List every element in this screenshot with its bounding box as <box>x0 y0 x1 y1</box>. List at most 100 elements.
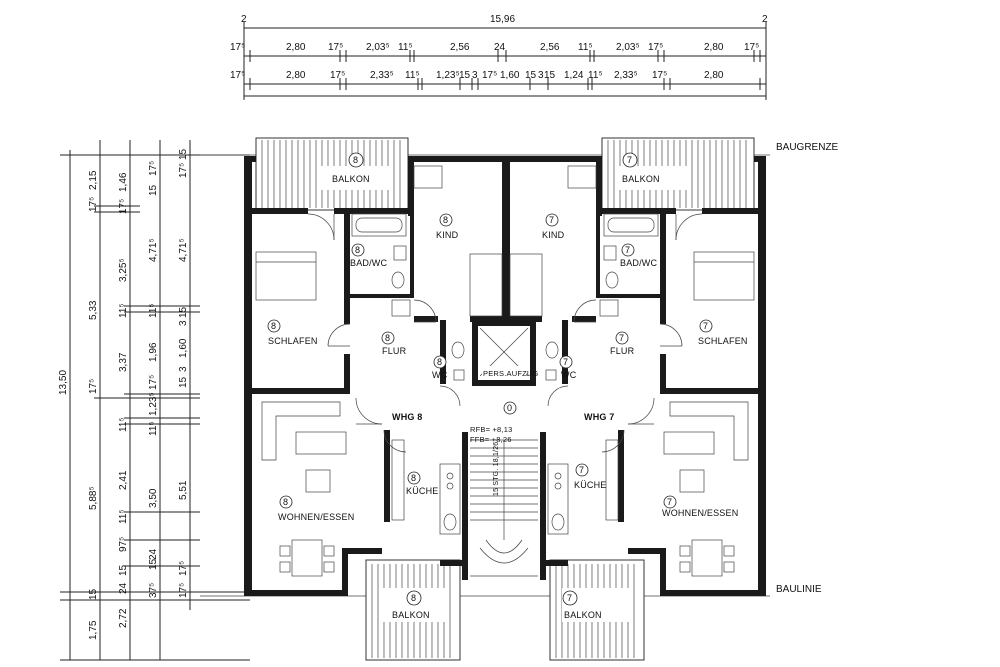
svg-text:BAD/WC: BAD/WC <box>620 258 658 268</box>
svg-text:2,41: 2,41 <box>118 470 129 490</box>
svg-text:3,50: 3,50 <box>148 488 159 508</box>
doors <box>307 213 703 453</box>
whg7-label: WHG 7 <box>584 412 615 422</box>
svg-text:FLUR: FLUR <box>382 346 407 356</box>
svg-text:8: 8 <box>385 333 390 343</box>
svg-text:15: 15 <box>544 70 556 81</box>
svg-text:2,33⁵: 2,33⁵ <box>614 70 638 81</box>
svg-text:15: 15 <box>118 564 129 576</box>
svg-text:11⁵: 11⁵ <box>118 417 129 432</box>
svg-text:2,80: 2,80 <box>704 70 724 81</box>
svg-text:7: 7 <box>627 155 632 165</box>
ffb-label: FFB= +8,26 <box>470 435 512 444</box>
svg-text:15: 15 <box>148 184 159 196</box>
svg-text:2,15: 2,15 <box>88 170 99 190</box>
whg8-label: WHG 8 <box>392 412 423 422</box>
svg-text:15: 15 <box>459 70 471 81</box>
left-dimension-chains: 13,50 2,15 17⁵ 5,33 17⁵ 5,88⁵ 15 1,75 1,… <box>58 140 250 661</box>
svg-text:17⁵: 17⁵ <box>178 561 189 576</box>
svg-text:1,46: 1,46 <box>118 172 129 192</box>
baugrenze-label: BAUGRENZE <box>776 142 839 153</box>
svg-text:WC: WC <box>561 370 577 380</box>
svg-text:2: 2 <box>241 14 247 25</box>
balcony-bottom-left: 8 BALKON <box>365 559 461 661</box>
svg-text:BAD/WC: BAD/WC <box>350 258 388 268</box>
svg-text:1,60: 1,60 <box>500 70 520 81</box>
balcony-label: BALKON <box>332 174 370 184</box>
svg-text:1,96: 1,96 <box>148 342 159 362</box>
svg-text:8: 8 <box>411 473 416 483</box>
svg-text:SCHLAFEN: SCHLAFEN <box>268 336 318 346</box>
svg-text:2,56: 2,56 <box>450 42 470 53</box>
svg-text:97⁵: 97⁵ <box>118 537 129 552</box>
svg-text:5,88⁵: 5,88⁵ <box>88 486 99 510</box>
svg-text:17⁵: 17⁵ <box>178 163 189 178</box>
svg-text:7: 7 <box>579 465 584 475</box>
svg-text:7: 7 <box>625 245 630 255</box>
svg-text:1,23⁵: 1,23⁵ <box>436 70 460 81</box>
svg-text:FLUR: FLUR <box>610 346 635 356</box>
svg-text:2,80: 2,80 <box>704 42 724 53</box>
svg-text:KIND: KIND <box>542 230 565 240</box>
svg-text:1,75: 1,75 <box>88 620 99 640</box>
svg-text:7: 7 <box>667 497 672 507</box>
overall-height-label: 13,50 <box>58 370 69 395</box>
svg-text:3: 3 <box>178 320 189 326</box>
rfb-label: RFB= +8,13 <box>470 425 512 434</box>
svg-text:7: 7 <box>567 593 572 603</box>
svg-text:8: 8 <box>411 593 416 603</box>
svg-text:3: 3 <box>472 70 478 81</box>
svg-text:8: 8 <box>437 357 442 367</box>
svg-text:11⁵: 11⁵ <box>588 70 603 81</box>
svg-text:4,71⁵: 4,71⁵ <box>148 238 159 262</box>
svg-text:2,56: 2,56 <box>540 42 560 53</box>
svg-text:17⁵: 17⁵ <box>330 70 345 81</box>
svg-text:KÜCHE: KÜCHE <box>406 486 439 496</box>
svg-text:17⁵: 17⁵ <box>328 42 343 53</box>
top-dimension-chains: 2 2 15,96 17⁵ 2,80 17⁵ <box>230 14 768 100</box>
svg-text:17⁵: 17⁵ <box>648 42 663 53</box>
svg-text:2,03⁵: 2,03⁵ <box>616 42 640 53</box>
svg-text:17⁵: 17⁵ <box>88 197 99 212</box>
svg-text:37⁵: 37⁵ <box>148 583 159 598</box>
svg-text:17⁵: 17⁵ <box>148 375 159 390</box>
svg-text:0: 0 <box>507 403 512 413</box>
svg-text:WOHNEN/ESSEN: WOHNEN/ESSEN <box>662 508 738 518</box>
svg-text:3: 3 <box>538 70 544 81</box>
svg-text:11⁵: 11⁵ <box>405 70 420 81</box>
room-labels: 8 KIND 7 KIND 8 BAD/WC 7 BAD/WC 8 SCHLAF… <box>267 213 747 522</box>
svg-text:WOHNEN/ESSEN: WOHNEN/ESSEN <box>278 512 354 522</box>
svg-text:KIND: KIND <box>436 230 459 240</box>
svg-text:11⁵: 11⁵ <box>578 42 593 53</box>
svg-text:3,25⁵: 3,25⁵ <box>118 258 129 282</box>
svg-text:11⁵: 11⁵ <box>398 42 413 53</box>
svg-text:3,37: 3,37 <box>118 352 129 372</box>
overall-width-label: 15,96 <box>490 14 515 25</box>
svg-text:17⁵: 17⁵ <box>178 583 189 598</box>
svg-text:2,72: 2,72 <box>118 608 129 628</box>
balcony-label: BALKON <box>392 610 430 620</box>
svg-text:17⁵: 17⁵ <box>652 70 667 81</box>
svg-text:WC: WC <box>432 370 448 380</box>
svg-text:1,60: 1,60 <box>178 338 189 358</box>
balcony-label: BALKON <box>564 610 602 620</box>
svg-text:17⁵: 17⁵ <box>148 161 159 176</box>
svg-text:17⁵: 17⁵ <box>88 379 99 394</box>
svg-text:24: 24 <box>148 548 159 560</box>
svg-text:2,03⁵: 2,03⁵ <box>366 42 390 53</box>
svg-text:17⁵: 17⁵ <box>230 70 245 81</box>
svg-text:17⁵: 17⁵ <box>482 70 497 81</box>
svg-text:7: 7 <box>549 215 554 225</box>
svg-text:15: 15 <box>148 558 159 570</box>
svg-text:1,24: 1,24 <box>564 70 584 81</box>
baulinie-label: BAULINIE <box>776 584 822 595</box>
svg-text:8: 8 <box>355 245 360 255</box>
svg-text:5,33: 5,33 <box>88 300 99 320</box>
svg-text:7: 7 <box>563 357 568 367</box>
svg-text:17⁵: 17⁵ <box>744 42 759 53</box>
svg-text:8: 8 <box>271 321 276 331</box>
svg-text:4,71⁵: 4,71⁵ <box>178 238 189 262</box>
svg-text:1,23⁵: 1,23⁵ <box>148 392 159 416</box>
balcony-bottom-right: 7 BALKON <box>549 559 645 661</box>
svg-text:5,51: 5,51 <box>178 480 189 500</box>
